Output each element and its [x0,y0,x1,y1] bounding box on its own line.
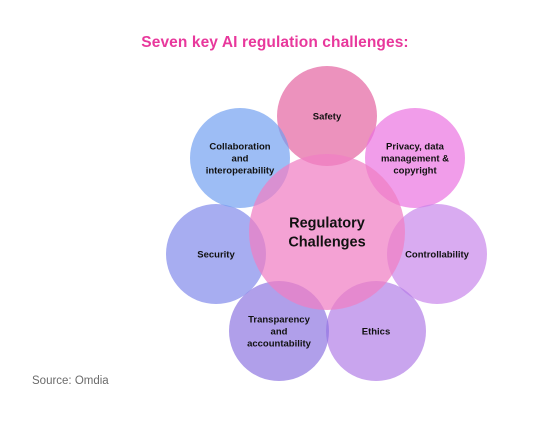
node-label-transparency-line: and [271,326,288,337]
center-label-line: Challenges [288,235,365,251]
node-label-privacy-line: Privacy, data [386,141,445,152]
node-label-transparency-line: Transparency [248,314,310,325]
node-label-controllability-line: Controllability [405,249,470,260]
center-label-line: Regulatory [289,216,365,232]
node-label-transparency-line: accountability [247,338,312,349]
node-label-collaboration-line: and [232,153,249,164]
node-label-security-line: Security [197,249,235,260]
node-label-privacy-line: management & [381,153,449,164]
node-label-ethics: Ethics [362,326,391,337]
node-label-security: Security [197,249,235,260]
node-circle-privacy [365,108,465,208]
node-circle-safety [277,66,377,166]
node-circle-controllability [387,204,487,304]
node-label-privacy-line: copyright [393,165,437,176]
node-label-safety: Safety [313,111,342,122]
node-label-collaboration-line: interoperability [206,165,275,176]
node-label-collaboration-line: Collaboration [209,141,270,152]
node-label-ethics-line: Ethics [362,326,391,337]
diagram-title: Seven key AI regulation challenges: [141,34,409,51]
center-circle [249,154,405,310]
node-label-controllability: Controllability [405,249,470,260]
node-circle-security [166,204,266,304]
node-label-safety-line: Safety [313,111,342,122]
node-circle-collaboration [190,108,290,208]
source-note: Source: Omdia [32,375,109,387]
